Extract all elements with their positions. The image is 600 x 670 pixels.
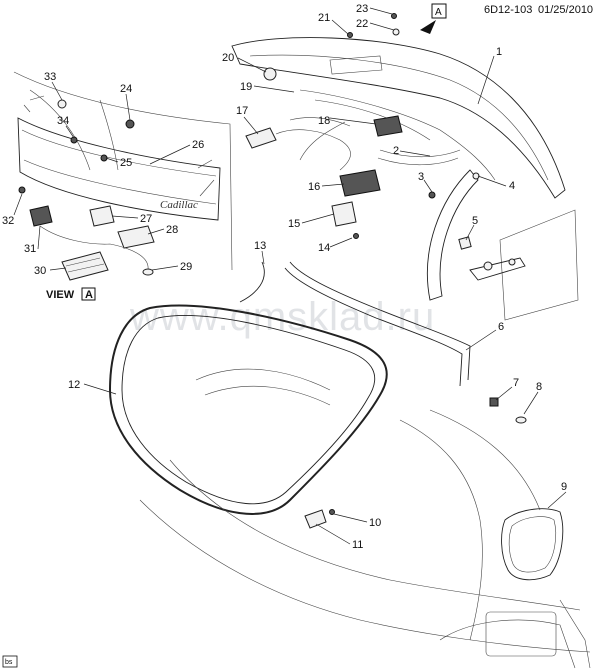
callout-27: 27 (140, 213, 152, 225)
callout-5: 5 (472, 215, 478, 227)
tail-lamp (501, 508, 564, 581)
callout-7: 7 (513, 377, 519, 389)
rear-body (139, 368, 591, 669)
torsion-rods (239, 261, 471, 387)
callout-11: 11 (352, 539, 363, 551)
callout-12: 12 (68, 379, 80, 391)
view-a-label: VIEW A (46, 287, 96, 301)
callout-18: 18 (318, 115, 330, 127)
svg-text:A: A (85, 289, 93, 301)
callout-14: 14 (318, 242, 330, 254)
callout-1: 1 (496, 46, 502, 58)
trunk-lid (231, 37, 566, 199)
callout-13: 13 (254, 240, 266, 252)
cadillac-emblem: Cadillac (160, 199, 198, 211)
leader-lines (13, 7, 567, 545)
watermark: www.qmsklad.ru (129, 295, 435, 339)
callout-25: 25 (120, 157, 132, 169)
diagram-code: 6D12-103 (484, 4, 532, 16)
callout-21: 21 (318, 12, 330, 24)
svg-text:bs: bs (5, 659, 13, 666)
callout-20: 20 (222, 52, 234, 64)
callout-31: 31 (24, 243, 36, 255)
view-a-applique: Cadillac (13, 71, 233, 281)
latch-assembly (331, 169, 381, 239)
diagram-date: 01/25/2010 (538, 4, 593, 16)
callout-8: 8 (536, 381, 542, 393)
hinge-assembly (458, 209, 579, 321)
callout-6: 6 (498, 321, 504, 333)
callout-32: 32 (2, 215, 14, 227)
callouts: 1 2 3 4 5 6 7 8 9 10 11 12 13 14 15 16 1… (2, 3, 567, 551)
callout-28: 28 (166, 224, 178, 236)
callout-10: 10 (369, 517, 381, 529)
callout-4: 4 (509, 180, 515, 192)
callout-26: 26 (192, 139, 204, 151)
callout-22: 22 (356, 18, 368, 30)
callout-17: 17 (236, 105, 248, 117)
callout-2: 2 (393, 145, 399, 157)
svg-text:VIEW: VIEW (46, 289, 75, 301)
svg-text:A: A (435, 7, 442, 18)
release-cables (245, 115, 461, 171)
callout-19: 19 (240, 81, 252, 93)
callout-24: 24 (120, 83, 132, 95)
callout-16: 16 (308, 181, 320, 193)
callout-23: 23 (356, 3, 368, 15)
callout-29: 29 (180, 261, 192, 273)
fasteners (263, 13, 527, 529)
corner-tag: bs (2, 655, 18, 668)
callout-34: 34 (57, 115, 69, 127)
callout-9: 9 (561, 481, 567, 493)
callout-30: 30 (34, 265, 46, 277)
callout-15: 15 (288, 218, 300, 230)
weatherstrip (108, 304, 388, 515)
hinge-strap (426, 169, 480, 301)
callout-3: 3 (418, 171, 424, 183)
callout-33: 33 (44, 71, 56, 83)
view-a-arrow-icon: A (420, 3, 447, 34)
